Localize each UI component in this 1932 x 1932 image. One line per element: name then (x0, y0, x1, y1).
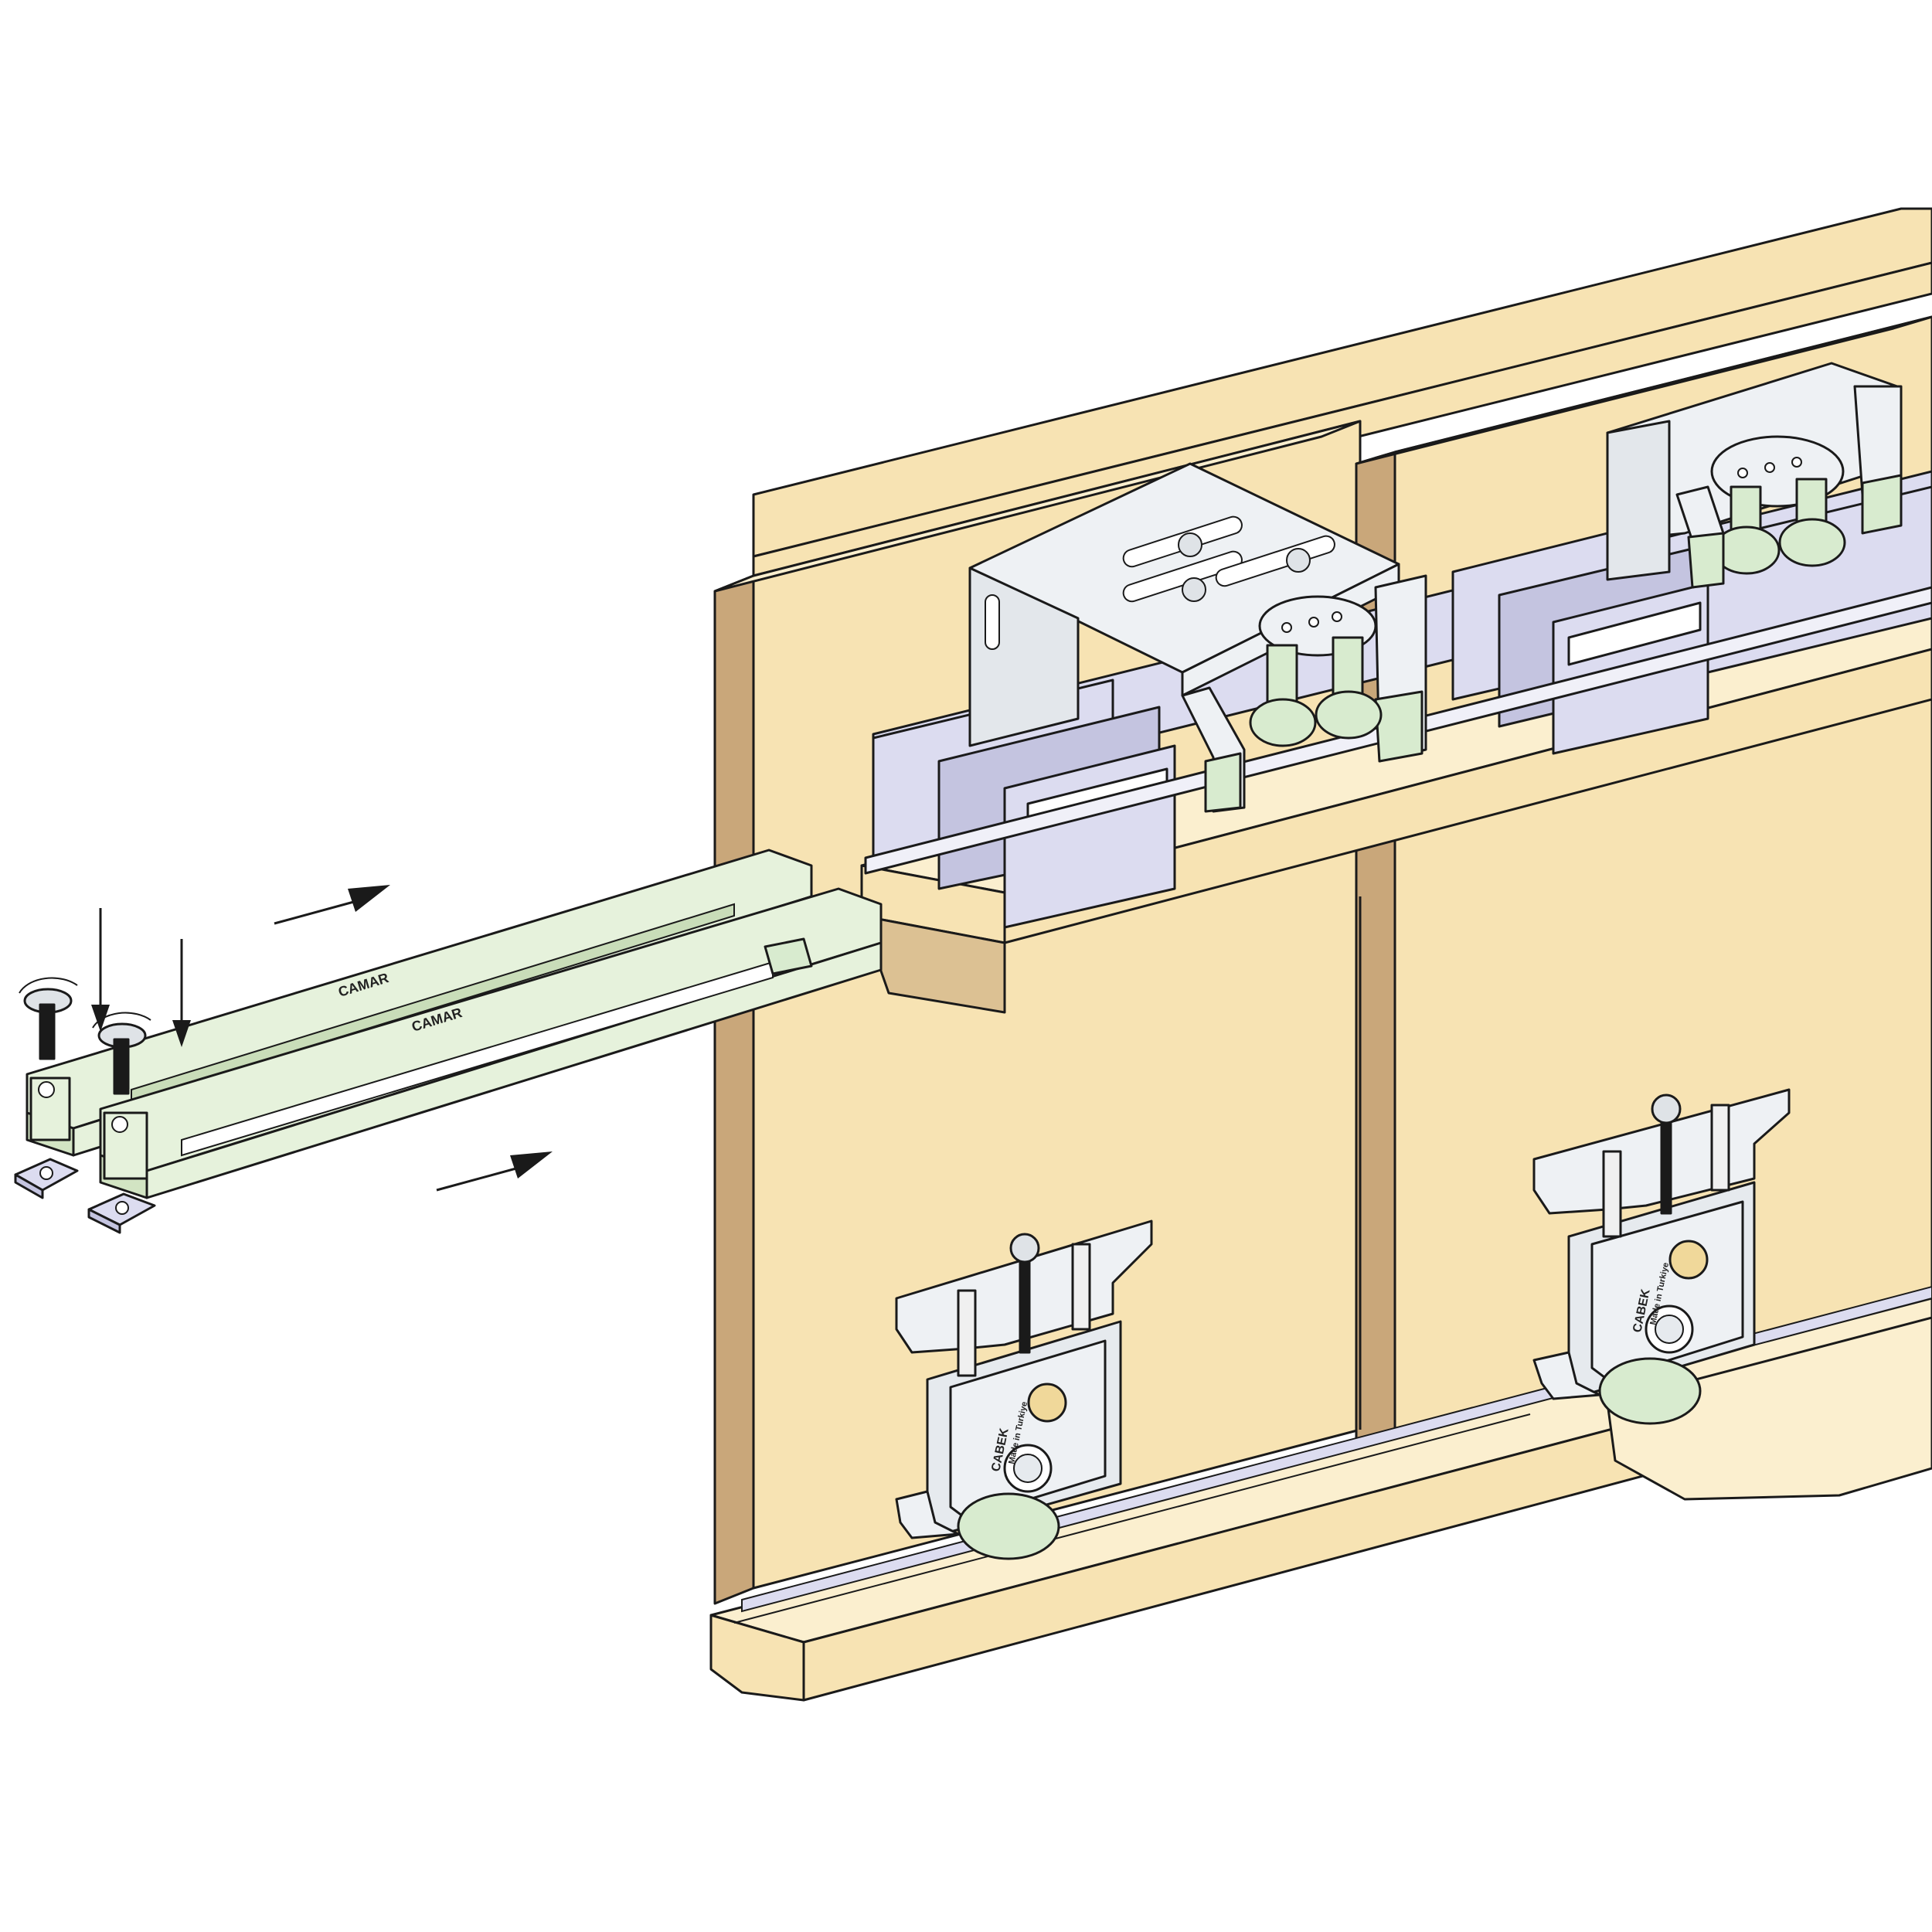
arrow-slide-upper (274, 885, 390, 925)
mounting-plate-left (14, 1158, 79, 1199)
mounting-screw-right (92, 1012, 151, 1095)
bottom-roller-left: CABEK Made in Turkiye (895, 1219, 1153, 1560)
top-guide-bracket-right (1606, 362, 1903, 589)
arrow-down-left (91, 908, 110, 1032)
door-gap (1359, 889, 1396, 1457)
arrow-slide-lower (436, 1151, 553, 1192)
soft-close-damper-lower: CAMAR (99, 887, 883, 1199)
arrow-down-right (172, 939, 191, 1047)
mounting-screw-left (19, 977, 78, 1060)
mounting-plate-right (87, 1192, 156, 1234)
top-guide-bracket-left (968, 462, 1427, 813)
bottom-roller-right: CABEK Made in Turkiye (1532, 1088, 1791, 1425)
